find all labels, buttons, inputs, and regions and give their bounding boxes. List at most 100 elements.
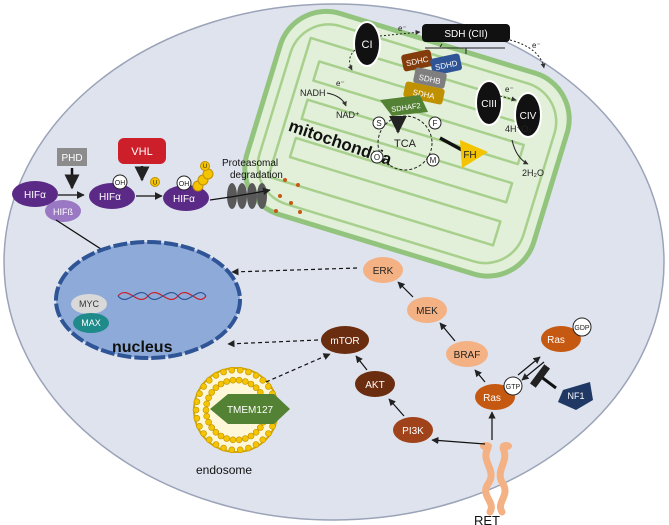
lipid-bead [220, 368, 227, 376]
svg-text:VHL: VHL [131, 146, 152, 158]
lipid-bead [236, 446, 244, 454]
sdhc-subunit: SDHC [401, 49, 433, 72]
svg-text:HIFα: HIFα [24, 190, 46, 201]
tca-cycle: TCA S F M O [370, 115, 442, 171]
water-label: 2H₂O [522, 168, 544, 178]
mtor-node: mTOR [321, 326, 369, 354]
fh-enzyme: FH [439, 136, 488, 168]
sdhd-subunit: SDHD [430, 53, 462, 76]
lipid-bead [247, 432, 255, 440]
svg-text:ERK: ERK [373, 266, 394, 277]
lipid-bead [205, 418, 212, 426]
ras-gtp-node: Ras GTP [475, 376, 523, 410]
sdhaf2-subunit: SDHAF2 [380, 95, 428, 116]
lipid-bead [256, 424, 264, 431]
lipid-bead [223, 378, 230, 385]
myc-protein: MYC [71, 294, 107, 314]
lipid-bead [259, 376, 267, 384]
lipid-bead [202, 406, 210, 414]
lipid-bead [235, 376, 243, 384]
vhl-box: VHL [118, 138, 166, 164]
svg-text:U: U [153, 181, 157, 187]
lipid-bead [252, 372, 260, 379]
lipid-bead [196, 422, 203, 430]
lipid-bead [203, 412, 210, 420]
svg-text:S: S [376, 119, 381, 128]
lipid-bead [203, 400, 210, 408]
nf1-node: NF1 [558, 382, 593, 410]
electron-label-3: e⁻ [505, 85, 514, 94]
hifb: HIFß [45, 200, 81, 222]
lipid-bead [212, 372, 220, 379]
lipid-bead [205, 436, 213, 444]
svg-text:mTOR: mTOR [330, 336, 359, 347]
svg-text:F: F [433, 119, 438, 128]
svg-text:HIFα: HIFα [99, 192, 121, 203]
lipid-bead [235, 436, 243, 444]
lipid-bead [228, 446, 236, 454]
lipid-bead [193, 398, 201, 406]
svg-text:HIFß: HIFß [53, 207, 73, 217]
svg-text:SDHAF2: SDHAF2 [391, 101, 422, 114]
lipid-bead [245, 368, 252, 376]
lipid-bead [236, 366, 244, 374]
svg-text:MYC: MYC [79, 299, 100, 309]
lipid-bead [252, 384, 260, 392]
proteasome-label-1: Proteasomal [222, 158, 278, 169]
proteasome [227, 183, 267, 209]
svg-text:SDH (CII): SDH (CII) [444, 29, 487, 40]
lipid-bead [228, 366, 236, 374]
svg-text:CIII: CIII [481, 99, 497, 110]
lipid-bead [217, 432, 225, 440]
lipid-bead [220, 444, 227, 452]
sdh-complex: SDH (CII) [422, 24, 510, 42]
sdhb-subunit: SDHB [413, 67, 447, 89]
nadh-label: NADH [300, 88, 326, 98]
lipid-bead [245, 444, 252, 452]
nucleus-label: nucleus [112, 339, 173, 356]
nad-label: NAD⁺ [336, 110, 360, 120]
svg-text:Ras: Ras [483, 393, 501, 404]
ret-label: RET [474, 513, 500, 525]
lipid-bead [259, 436, 267, 444]
svg-text:MAX: MAX [81, 318, 101, 328]
lipid-bead [269, 422, 276, 430]
svg-text:OH: OH [115, 180, 126, 187]
lipid-bead [212, 441, 220, 448]
lipid-bead [196, 390, 203, 398]
complex-i: CI [353, 21, 381, 67]
ubiquitin-tag-small: U [150, 177, 160, 187]
svg-text:AKT: AKT [365, 380, 384, 391]
svg-text:PHD: PHD [61, 153, 82, 164]
lipid-bead [223, 435, 230, 442]
svg-text:MEK: MEK [416, 306, 438, 317]
svg-text:GDP: GDP [574, 325, 590, 332]
electron-label-4: e⁻ [336, 79, 345, 88]
lipid-bead [212, 384, 220, 392]
svg-text:NF1: NF1 [567, 391, 584, 401]
lipid-bead [265, 383, 272, 390]
phd-box: PHD [57, 148, 87, 166]
lipid-bead [193, 414, 201, 422]
lipid-bead [229, 436, 237, 444]
lipid-bead [212, 428, 220, 436]
svg-text:OH: OH [179, 181, 190, 188]
lipid-bead [217, 380, 225, 388]
hifa-hydroxylated: HIFα OH [89, 174, 135, 209]
max-protein: MAX [73, 313, 109, 333]
lipid-bead [252, 428, 260, 436]
oxygen-label: 4H⁺O₂ [505, 124, 532, 134]
ras-gdp-node: Ras GDP [541, 317, 592, 352]
degradation-fragments [274, 178, 302, 214]
lipid-bead [205, 376, 213, 384]
svg-text:M: M [430, 156, 437, 165]
lipid-bead [229, 376, 237, 384]
pi3k-node: PI3K [393, 417, 433, 443]
complex-iv: CIV [514, 92, 542, 138]
svg-text:FH: FH [463, 150, 476, 161]
svg-text:HIFα: HIFα [173, 194, 195, 205]
akt-node: AKT [355, 371, 395, 397]
lipid-bead [200, 430, 207, 437]
erk-node: ERK [363, 257, 403, 283]
